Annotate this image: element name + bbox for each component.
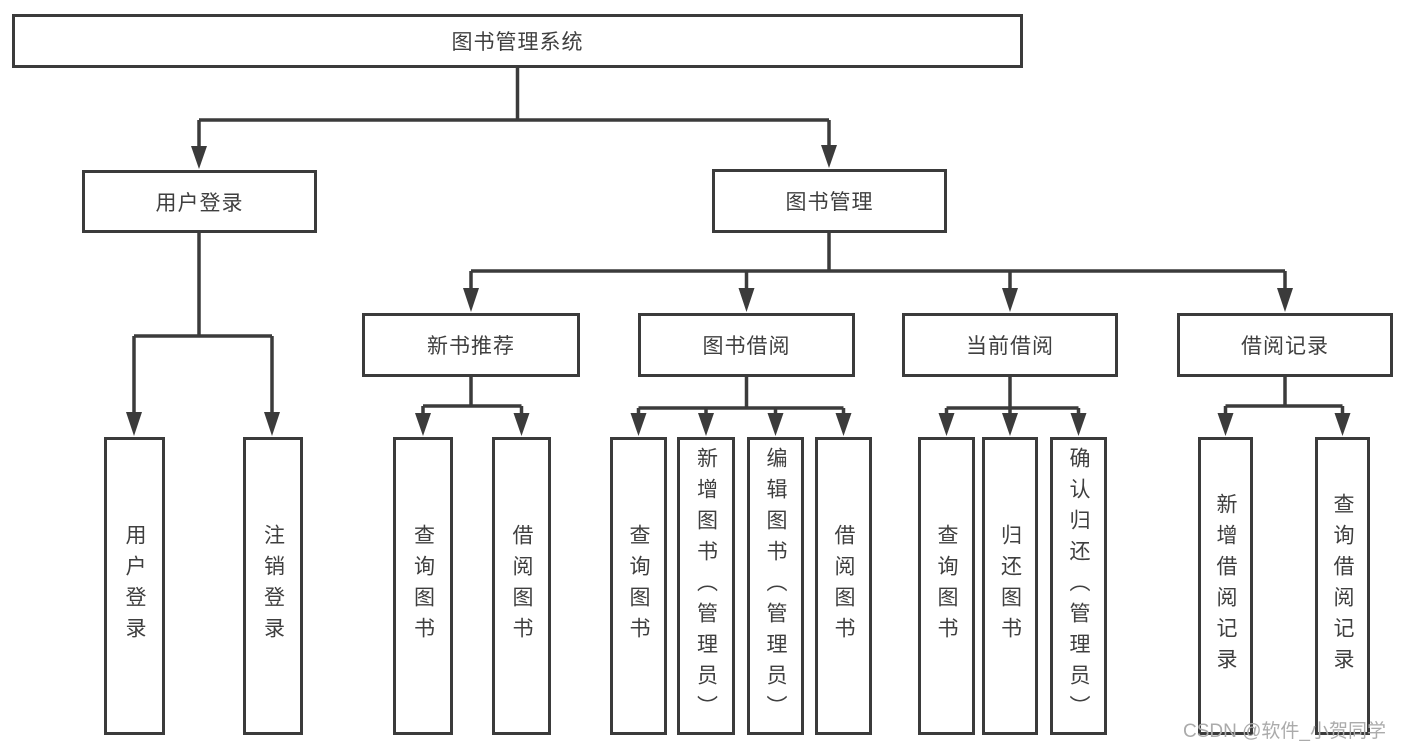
arrowhead-icon <box>630 413 647 436</box>
leaf-borrowing-query-books: 查询图书 <box>610 437 667 735</box>
leaf-newbook-query-books: 查询图书 <box>393 437 453 735</box>
leaf-label: 借阅图书 <box>832 524 855 648</box>
leaf-label: 新增图书（管理员） <box>694 446 718 726</box>
leaf-user-login: 用户登录 <box>104 437 165 735</box>
node-label: 图书借阅 <box>702 335 791 358</box>
leaf-label: 编辑图书（管理员） <box>764 446 787 726</box>
arrowhead-icon <box>1002 288 1018 312</box>
connector-strokes <box>132 68 1345 416</box>
leaf-logout: 注销登录 <box>243 437 303 735</box>
arrowhead-icon <box>1334 413 1351 436</box>
node-label: 当前借阅 <box>966 335 1054 358</box>
arrowhead-icon <box>938 413 955 436</box>
arrowhead-icon <box>767 413 784 436</box>
leaf-label: 归还图书 <box>998 524 1022 648</box>
leaf-label: 查询借阅记录 <box>1331 493 1354 679</box>
arrowhead-icon <box>1277 288 1293 312</box>
arrowhead-icon <box>415 413 431 436</box>
arrowhead-icon <box>264 412 280 436</box>
node-label: 图书管理系统 <box>451 31 584 54</box>
leaf-records-add-record: 新增借阅记录 <box>1198 437 1253 735</box>
csdn-watermark: CSDN @软件_小贺同学 <box>1183 721 1386 742</box>
arrowhead-icon <box>463 288 479 312</box>
leaf-label: 借阅图书 <box>510 524 533 648</box>
leaf-current-query-books: 查询图书 <box>918 437 975 735</box>
node-label: 用户登录 <box>155 191 244 215</box>
arrowhead-icon <box>738 288 755 312</box>
leaf-current-return-books: 归还图书 <box>982 437 1038 735</box>
leaf-label: 查询图书 <box>627 524 650 648</box>
leaf-borrowing-borrow-books: 借阅图书 <box>815 437 872 735</box>
arrowhead-icon <box>821 145 837 168</box>
node-current-borrowing: 当前借阅 <box>902 313 1118 377</box>
node-library-management-system: 图书管理系统 <box>12 14 1023 68</box>
node-user-login: 用户登录 <box>82 170 317 233</box>
node-label: 新书推荐 <box>427 335 515 358</box>
arrowhead-icons <box>126 145 1351 436</box>
arrowhead-icon <box>835 413 852 436</box>
leaf-label: 注销登录 <box>261 524 285 648</box>
arrowhead-icon <box>513 413 530 436</box>
node-label: 图书管理 <box>785 191 874 214</box>
node-label: 借阅记录 <box>1241 335 1329 358</box>
node-book-management: 图书管理 <box>712 169 947 233</box>
leaf-newbook-borrow-books: 借阅图书 <box>492 437 551 735</box>
leaf-borrowing-edit-books-admin: 编辑图书（管理员） <box>747 437 804 735</box>
arrowhead-icon <box>1217 413 1234 436</box>
leaf-label: 用户登录 <box>123 524 146 648</box>
arrowhead-icon <box>191 146 207 169</box>
leaf-records-query-record: 查询借阅记录 <box>1315 437 1370 735</box>
leaf-current-confirm-return-admin: 确认归还（管理员） <box>1050 437 1107 735</box>
node-new-book-recommendation: 新书推荐 <box>362 313 580 377</box>
node-borrowing-records: 借阅记录 <box>1177 313 1393 377</box>
leaf-label: 查询图书 <box>411 524 435 648</box>
arrowhead-icon <box>1070 413 1087 436</box>
node-book-borrowing: 图书借阅 <box>638 313 855 377</box>
leaf-label: 确认归还（管理员） <box>1067 446 1090 726</box>
leaf-label: 新增借阅记录 <box>1214 493 1237 679</box>
leaf-label: 查询图书 <box>935 524 958 648</box>
arrowhead-icon <box>1002 413 1018 436</box>
arrowhead-icon <box>698 413 714 436</box>
arrowhead-icon <box>126 412 142 436</box>
leaf-borrowing-add-books-admin: 新增图书（管理员） <box>677 437 735 735</box>
